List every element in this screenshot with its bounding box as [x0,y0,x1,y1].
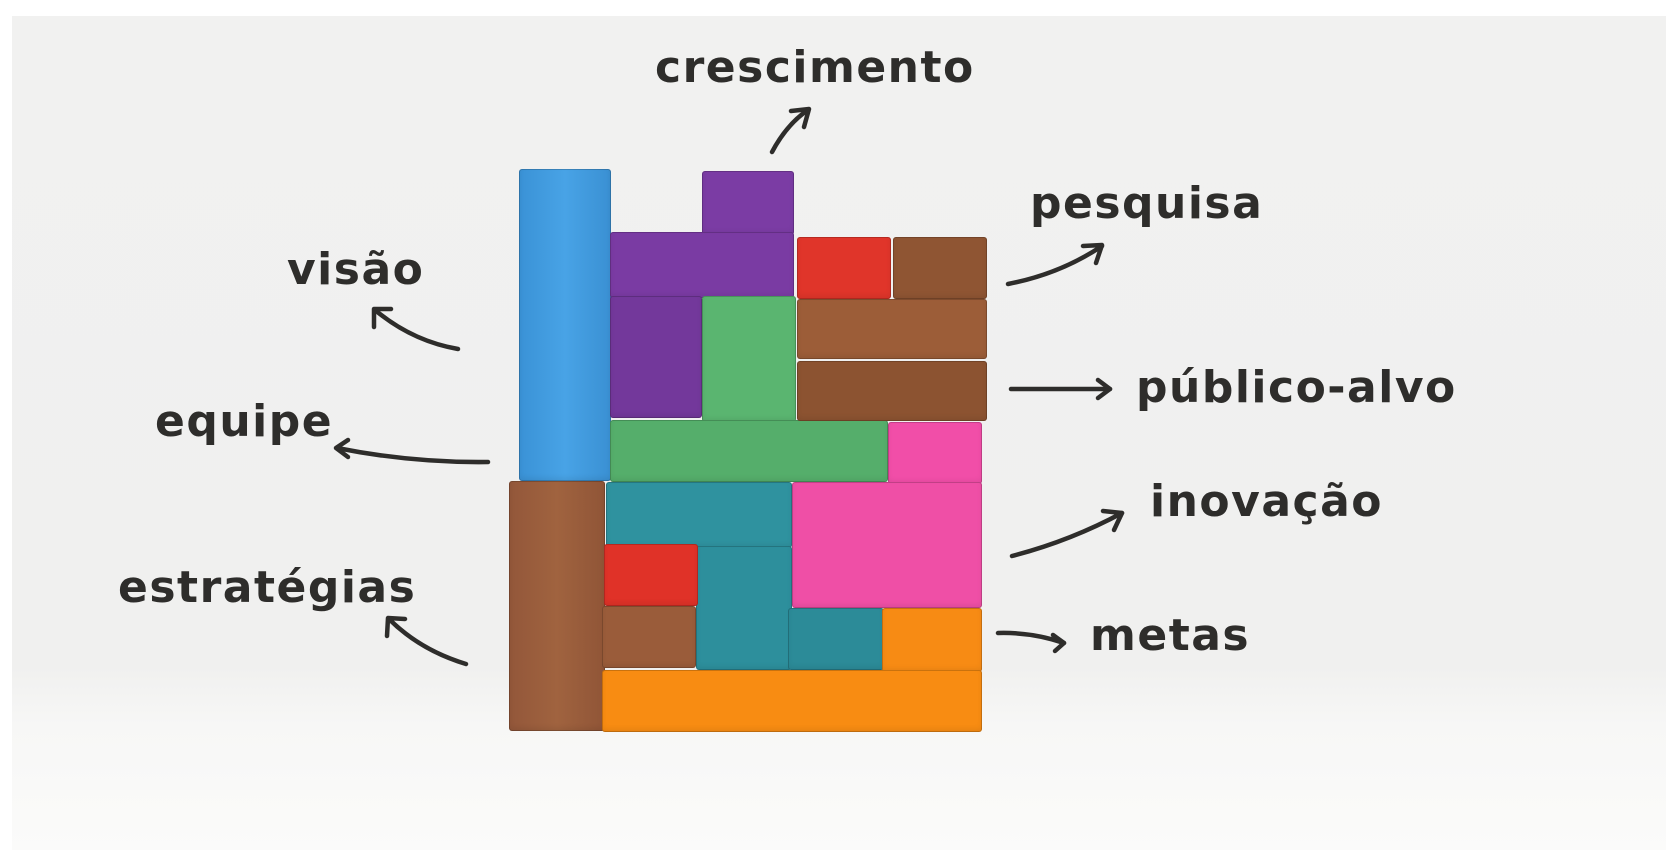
purple-block [610,232,794,298]
brown-block-lower [797,361,987,421]
purple-block-bottom [610,296,702,418]
brown-block-left [509,481,605,731]
teal-block [606,482,792,548]
arrow-publico-alvo-icon [1008,377,1113,401]
brown-block-small [893,237,987,299]
pink-block [792,482,982,608]
label-crescimento: crescimento [655,42,975,93]
teal-block-stem [696,546,792,670]
orange-block [602,670,982,732]
label-publico-alvo: público-alvo [1136,362,1457,413]
label-estrategias: estratégias [118,562,417,613]
pink-block-top [888,422,982,484]
arrow-metas-icon [995,630,1067,654]
brown-block-foot [602,606,696,668]
arrow-visao-icon [371,306,461,352]
hand-drawn-arrows [333,106,1125,667]
photo-scene: crescimento pesquisa visão público-alvo … [12,16,1666,850]
arrow-crescimento-icon [769,106,812,155]
blue-block [519,169,611,481]
teal-block-foot [788,608,884,670]
green-block [610,420,888,482]
arrow-inovacao-icon [1009,508,1125,559]
arrow-pesquisa-icon [1005,242,1105,287]
green-block-stem [702,296,796,422]
label-equipe: equipe [155,396,334,447]
label-metas: metas [1090,610,1251,661]
red-block-top [797,237,891,299]
purple-block-top [702,171,794,235]
brown-block-middle [797,299,987,359]
label-inovacao: inovação [1150,476,1384,527]
arrow-equipe-icon [333,437,491,465]
label-pesquisa: pesquisa [1030,178,1264,229]
label-visao: visão [287,244,425,295]
orange-block-upright [882,608,982,672]
red-block-bottom [604,544,698,606]
arrow-estrategias-icon [384,615,469,667]
